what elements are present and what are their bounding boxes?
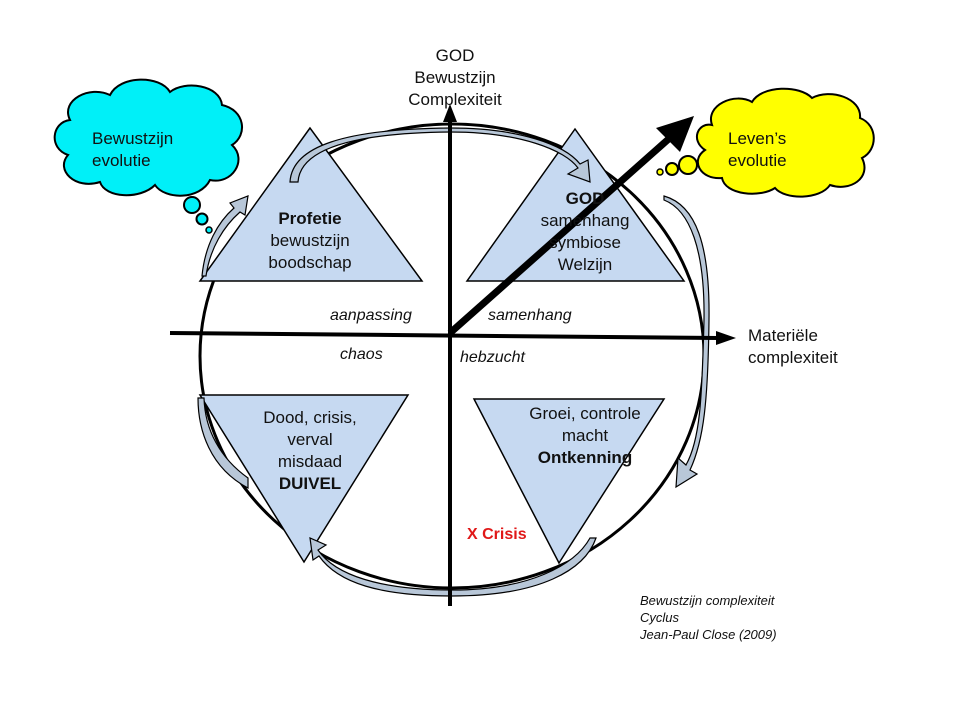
triangle-title: Profetie — [278, 209, 342, 228]
axis-label-line: Complexiteit — [408, 90, 502, 109]
triangle-line: symbiose — [549, 233, 621, 252]
cycle-arrow-left-upper — [201, 195, 249, 277]
horizontal-axis — [169, 331, 719, 340]
triangle-title: DUIVEL — [278, 474, 342, 493]
cycle-arrow-left-lower — [197, 397, 249, 489]
triangle-line: macht — [561, 426, 609, 445]
cycle-arrow-right — [663, 195, 710, 489]
triangle-line: bewustzijn — [270, 231, 350, 250]
credit-line: Bewustzijn complexiteit — [640, 593, 775, 608]
quadrant-label-chaos: chaos — [340, 346, 383, 363]
triangle-duivel-text: Dood, crisis, verval misdaad DUIVEL — [240, 407, 380, 495]
triangle-line: Groei, controle — [529, 404, 641, 423]
quadrant-label-aanpassing: aanpassing — [330, 307, 412, 324]
axis-label-line: GOD — [435, 46, 475, 65]
triangle-god-text: GOD samenhang symbiose Welzijn — [515, 188, 655, 276]
vertical-axis-arrowhead — [443, 104, 457, 122]
quadrant-label-hebzucht: hebzucht — [460, 349, 525, 366]
triangle-line: Dood, crisis, — [263, 408, 357, 427]
quadrant-label-samenhang: samenhang — [488, 307, 572, 324]
cloud-text-line: Bewustzijn — [92, 129, 174, 148]
vertical-axis-label: GOD Bewustzijn Complexiteit — [400, 45, 510, 111]
axis-label-line: Materiële — [748, 326, 818, 345]
diagonal-arrow — [447, 133, 675, 336]
cloud-right — [656, 87, 875, 198]
triangle-line: misdaad — [277, 452, 343, 471]
diagonal-arrowhead — [656, 116, 694, 152]
axis-label-line: Bewustzijn — [414, 68, 496, 87]
cycle-arrow-bottom — [309, 537, 597, 597]
triangle-ontkenning — [472, 398, 666, 565]
cloud-text-line: Leven’s — [728, 129, 787, 148]
credit-line: Cyclus — [640, 610, 680, 625]
triangle-line: verval — [287, 430, 333, 449]
credit-text: Bewustzijn complexiteit Cyclus Jean-Paul… — [640, 592, 777, 643]
cloud-left-text: Bewustzijn evolutie — [92, 128, 173, 172]
triangle-profetie — [198, 126, 424, 282]
cycle-arrow-top — [289, 127, 591, 183]
axis-label-line: complexiteit — [748, 348, 838, 367]
triangle-god — [465, 127, 686, 282]
credit-line: Jean-Paul Close (2009) — [640, 627, 777, 642]
cloud-right-text: Leven’s evolutie — [728, 128, 787, 172]
cloud-left — [53, 78, 243, 234]
triangle-duivel — [198, 394, 410, 564]
horizontal-axis-label: Materiële complexiteit — [748, 325, 838, 369]
cloud-text-line: evolutie — [92, 151, 151, 170]
triangle-ontkenning-text: Groei, controle macht Ontkenning — [510, 403, 660, 469]
triangle-line: Welzijn — [557, 255, 613, 274]
triangle-title: GOD — [565, 189, 605, 208]
triangle-line: boodschap — [268, 253, 352, 272]
triangle-line: samenhang — [540, 211, 630, 230]
crisis-label: X Crisis — [467, 526, 527, 543]
triangle-title: Ontkenning — [537, 448, 633, 467]
horizontal-axis-arrowhead — [716, 331, 736, 345]
triangle-profetie-text: Profetie bewustzijn boodschap — [240, 208, 380, 274]
cloud-text-line: evolutie — [728, 151, 787, 170]
